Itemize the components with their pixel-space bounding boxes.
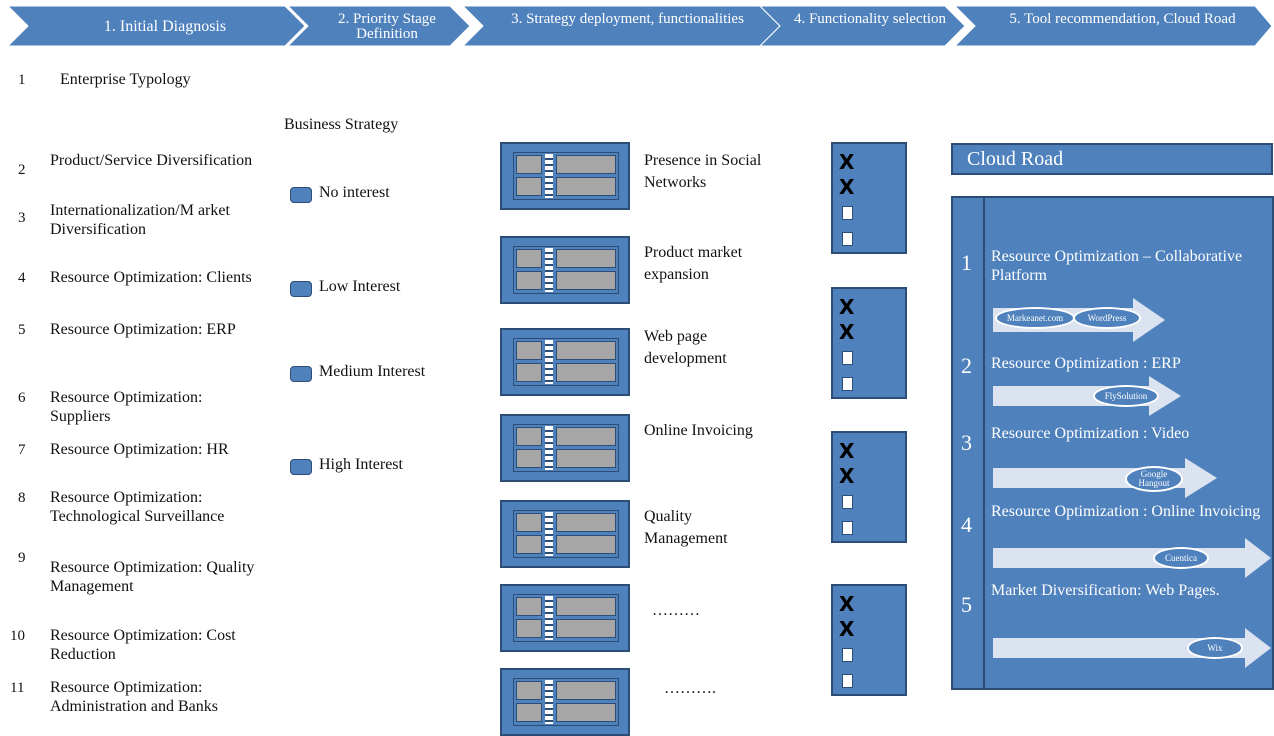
list-item-label: Resource Optimization: Administration an… [50,679,218,715]
road-item-number: 4 [961,512,972,537]
strategy-label: Web page development [644,328,727,367]
road-item-number: 1 [961,250,972,275]
strategy-label: Presence in Social Networks [644,152,762,191]
tool-badge: Wix [1187,637,1243,659]
checkbox[interactable] [842,674,853,688]
checked-mark-icon: X [839,592,855,616]
business-strategy-title: Business Strategy [284,116,399,133]
checked-mark-icon: X [839,617,855,641]
road-arrow [993,458,1217,498]
chevron-step-1 [6,5,306,47]
cloud-road-title: Cloud Road [951,143,1273,175]
checked-mark-icon: X [839,320,855,344]
list-item-number: 4 [18,270,26,286]
strategy-icon [500,328,630,396]
strategy-label: Product market expansion [644,244,743,283]
list-item-label: Resource Optimization: Suppliers [50,389,203,425]
checked-mark-icon: X [839,464,855,488]
checked-mark-icon: X [839,439,855,463]
list-item-number: 10 [10,628,25,644]
typology-label: Enterprise Typology [60,71,191,88]
list-item-number: 2 [18,162,26,178]
list-item-number: 9 [18,550,26,566]
road-item-label: Resource Optimization : Online Invoicing [991,503,1261,520]
road-item-label: Resource Optimization : Video [991,425,1190,442]
list-item-number: 8 [18,490,26,506]
checkbox[interactable] [842,377,853,391]
checked-mark-icon: X [839,150,855,174]
list-item-label: Resource Optimization: ERP [50,321,236,338]
list-item-label: Resource Optimization: HR [50,441,229,458]
strategy-icon [500,236,630,304]
step-1-label: 1. Initial Diagnosis [103,18,227,35]
typology-number: 1 [18,72,26,88]
checkbox[interactable] [842,648,853,662]
chevron-step-4 [758,5,966,47]
cloud-road-panel: 1 Resource Optimization – Collaborative … [951,196,1274,690]
priority-level-label: High Interest [319,456,403,473]
checked-mark-icon: X [839,175,855,199]
strategy-icon [500,500,630,568]
road-item-label: Market Diversification: Web Pages. [991,582,1220,599]
tool-badge: WordPress [1073,307,1141,329]
list-item-number: 6 [18,390,26,406]
road-arrow [993,538,1271,578]
step-5-label: 5. Tool recommendation, Cloud Road [1009,11,1236,27]
strategy-icon [500,414,630,482]
tool-badge: FlySolution [1093,385,1159,407]
list-item-number: 3 [18,210,26,226]
strategy-label: Online Invoicing [644,422,753,439]
checkbox[interactable] [842,232,853,246]
process-chevron-bar [6,5,1273,47]
chevron-step-5 [953,5,1273,47]
strategy-label: ………. [664,680,716,697]
list-item-label: Resource Optimization: Technological Sur… [50,489,225,525]
priority-swatch [290,366,312,382]
list-item-label: Resource Optimization: Cost Reduction [50,627,236,663]
list-item-label: Product/Service Diversification [50,152,253,169]
checked-mark-icon: X [839,295,855,319]
priority-swatch [290,459,312,475]
checkbox[interactable] [842,521,853,535]
list-item-label: Resource Optimization: Quality Managemen… [50,559,255,595]
tool-badge: Markeanet.com [995,307,1075,329]
step-2-label: 2. Priority Stage Definition [338,11,436,42]
checkbox[interactable] [842,206,853,220]
road-item-label: Resource Optimization – Collaborative Pl… [991,248,1243,284]
list-item-number: 7 [18,442,26,458]
strategy-label: ……… [652,602,700,619]
priority-swatch [290,187,312,203]
strategy-label: Quality Management [644,508,728,547]
priority-level-label: Medium Interest [319,363,426,380]
list-item-number: 11 [10,680,25,696]
checkbox[interactable] [842,495,853,509]
road-arrows [993,298,1271,668]
strategy-icon [500,668,630,736]
priority-level-label: Low Interest [319,278,401,295]
priority-swatch [290,281,312,297]
checkbox[interactable] [842,351,853,365]
priority-level-label: No interest [319,184,390,201]
tool-badge: Google Hangout [1125,466,1183,492]
list-item-label: Resource Optimization: Clients [50,269,252,286]
panel-divider [983,198,985,688]
road-item-label: Resource Optimization : ERP [991,355,1181,372]
chevron-step-2 [286,5,471,47]
road-item-number: 5 [961,592,972,617]
road-item-number: 2 [961,353,972,378]
step-3-label: 3. Strategy deployment, functionalities [511,11,744,27]
strategy-icon [500,142,630,210]
list-item-label: Internationalization/M arket Diversifica… [50,202,230,238]
step-4-label: 4. Functionality selection [793,11,947,27]
road-item-number: 3 [961,430,972,455]
strategy-icon [500,584,630,652]
tool-badge: Cuentica [1153,547,1209,569]
list-item-number: 5 [18,322,26,338]
